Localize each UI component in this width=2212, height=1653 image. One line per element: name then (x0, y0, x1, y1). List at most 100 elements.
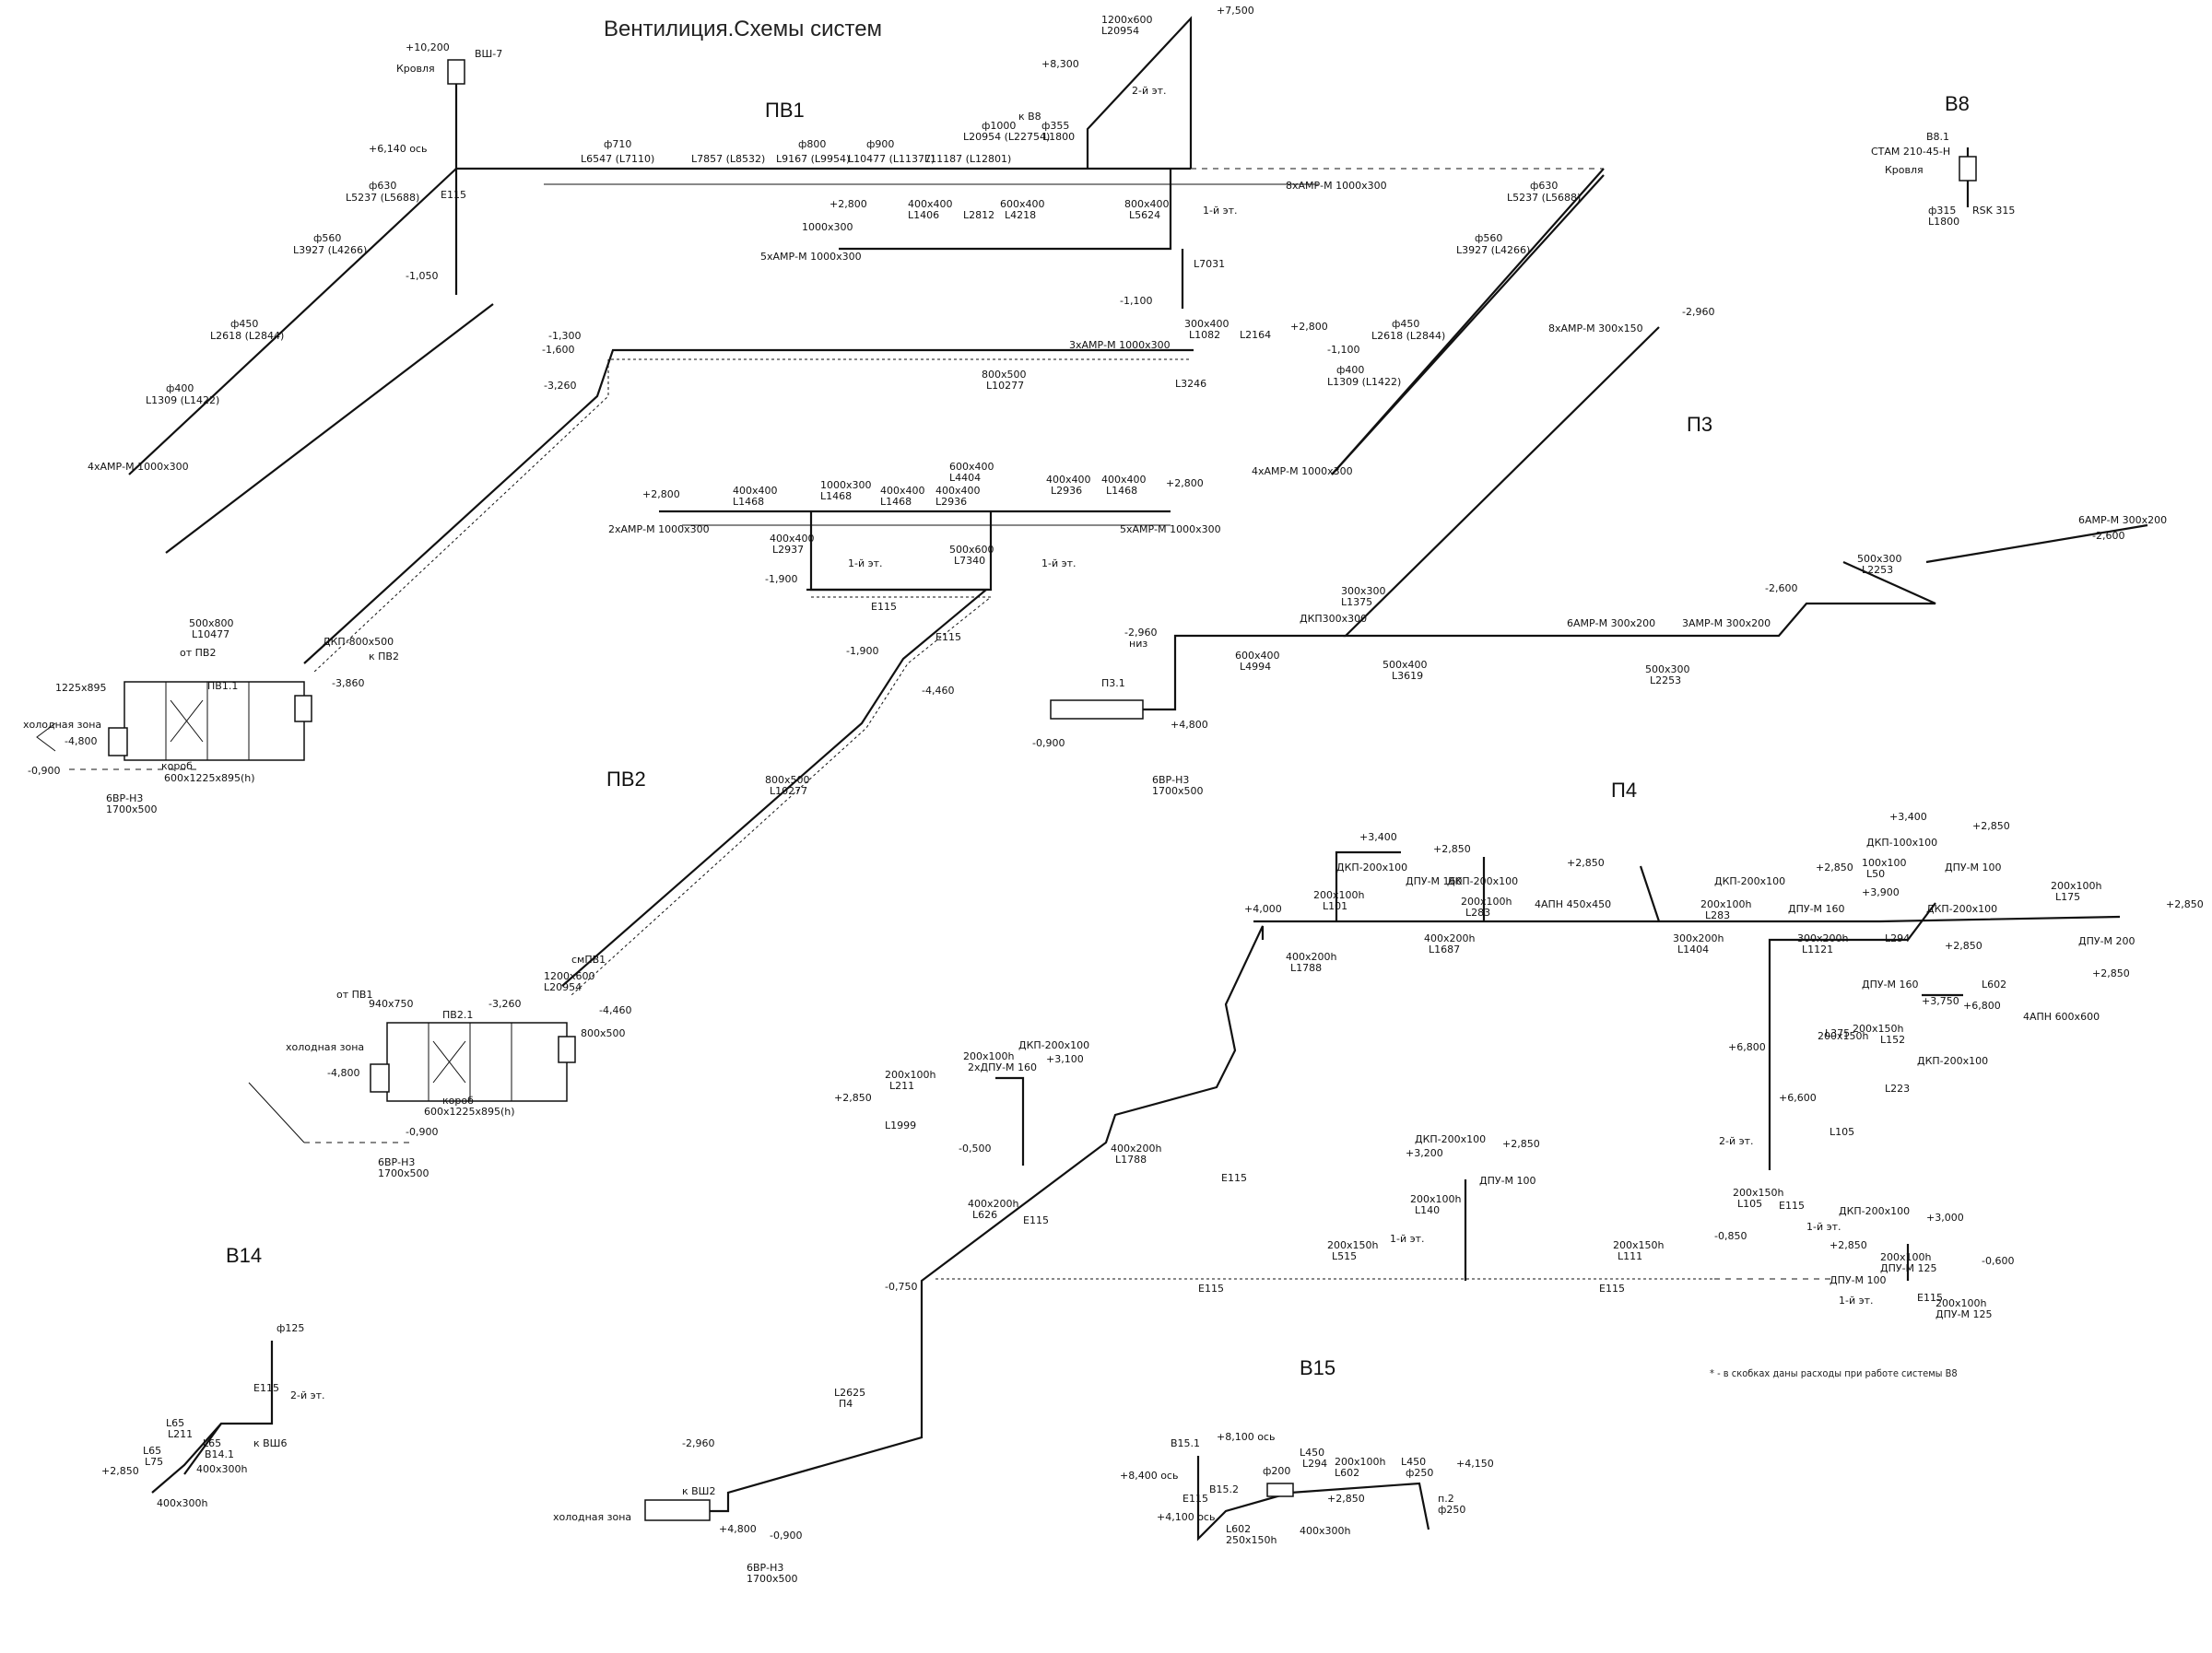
svg-text:ПВ2.1: ПВ2.1 (442, 1009, 473, 1021)
footnote: * - в скобках даны расходы при работе си… (1710, 1367, 1958, 1379)
svg-text:-0,900: -0,900 (406, 1126, 438, 1138)
svg-text:4xАМР-М 1000x300: 4xАМР-М 1000x300 (1252, 465, 1353, 477)
svg-text:L140: L140 (1415, 1204, 1440, 1216)
svg-text:ф1000: ф1000 (982, 120, 1016, 132)
svg-text:П3.1: П3.1 (1101, 677, 1125, 689)
svg-text:+4,100 ось: +4,100 ось (1157, 1511, 1215, 1523)
svg-text:L2936: L2936 (1051, 485, 1082, 497)
svg-text:L1800: L1800 (1043, 131, 1075, 143)
svg-text:+6,140 ось: +6,140 ось (369, 143, 427, 155)
svg-text:L20954: L20954 (1101, 25, 1139, 37)
svg-text:5xАМР-М 1000x300: 5xАМР-М 1000x300 (760, 251, 862, 263)
svg-text:400x400: 400x400 (770, 533, 815, 545)
svg-text:L2253: L2253 (1650, 674, 1681, 686)
svg-text:L223: L223 (1885, 1083, 1910, 1095)
svg-text:ф630: ф630 (369, 180, 396, 192)
svg-text:400x400: 400x400 (1046, 474, 1091, 486)
svg-text:+2,850: +2,850 (1327, 1493, 1365, 1505)
svg-text:ДПУ-М 125: ДПУ-М 125 (1880, 1262, 1937, 1274)
svg-text:200x100h: 200x100h (885, 1069, 936, 1081)
svg-text:Е115: Е115 (253, 1382, 279, 1394)
svg-text:-3,860: -3,860 (332, 677, 364, 689)
svg-text:L10277: L10277 (986, 380, 1024, 392)
svg-text:200x100h: 200x100h (1461, 896, 1512, 908)
svg-text:1000x300: 1000x300 (802, 221, 853, 233)
svg-text:L2618 (L2844): L2618 (L2844) (210, 330, 284, 342)
svg-text:L4218: L4218 (1005, 209, 1036, 221)
svg-text:ДКП-200x100: ДКП-200x100 (1714, 875, 1785, 887)
svg-text:4АПН 600x600: 4АПН 600x600 (2023, 1011, 2100, 1023)
svg-text:+3,100: +3,100 (1046, 1053, 1084, 1065)
svg-text:1700x500: 1700x500 (378, 1167, 429, 1179)
svg-text:В14.1: В14.1 (205, 1448, 234, 1460)
svg-text:1200x600: 1200x600 (544, 970, 595, 982)
svg-text:L4404: L4404 (949, 472, 981, 484)
svg-text:ф400: ф400 (166, 382, 194, 394)
system-v15: В15.1 В15.2 ф200 Е115 L602 250x150h L450… (1120, 1431, 1494, 1546)
svg-text:600x1225x895(h): 600x1225x895(h) (164, 772, 255, 784)
svg-text:-4,800: -4,800 (65, 735, 97, 747)
svg-text:L1468: L1468 (820, 490, 852, 502)
svg-text:L1309 (L1422): L1309 (L1422) (1327, 376, 1401, 388)
system-pv1-labels: ф710 L6547 (L7110) L7857 (L8532) ф800 L9… (23, 14, 1387, 815)
svg-text:+2,850: +2,850 (2166, 898, 2204, 910)
svg-text:L1687: L1687 (1429, 944, 1460, 955)
svg-text:В15.2: В15.2 (1209, 1483, 1239, 1495)
svg-text:+3,750: +3,750 (1922, 995, 1959, 1007)
svg-text:400x400: 400x400 (1101, 474, 1147, 486)
svg-text:200x100h: 200x100h (1936, 1297, 1987, 1309)
svg-text:-0,900: -0,900 (28, 765, 60, 777)
svg-text:к ВШ2: к ВШ2 (682, 1485, 715, 1497)
system-label-pv1: ПВ1 (765, 99, 805, 122)
system-pv2-upper-labels: 400x400 L1468 1000x300 L1468 400x400 L14… (608, 461, 1221, 797)
svg-text:ДКП-200x100: ДКП-200x100 (1018, 1039, 1089, 1051)
svg-text:L7857 (L8532): L7857 (L8532) (691, 153, 765, 165)
svg-text:+2,850: +2,850 (834, 1092, 872, 1104)
svg-text:L2253: L2253 (1862, 564, 1893, 576)
svg-text:+2,850: +2,850 (2092, 967, 2130, 979)
system-label-v8: В8 (1945, 92, 1970, 115)
svg-text:ПВ1.1: ПВ1.1 (207, 680, 238, 692)
svg-text:200x150h: 200x150h (1733, 1187, 1784, 1199)
svg-text:200x150h: 200x150h (1818, 1030, 1869, 1042)
svg-text:L65: L65 (203, 1437, 221, 1449)
svg-text:-2,960: -2,960 (682, 1437, 714, 1449)
svg-text:L9167 (L9954): L9167 (L9954) (776, 153, 850, 165)
svg-text:L1468: L1468 (733, 496, 764, 508)
svg-text:+2,850: +2,850 (101, 1465, 139, 1477)
svg-text:+2,800: +2,800 (642, 488, 680, 500)
svg-text:600x400: 600x400 (949, 461, 994, 473)
svg-text:-4,800: -4,800 (327, 1067, 359, 1079)
svg-text:L1468: L1468 (880, 496, 912, 508)
svg-text:Е115: Е115 (1779, 1200, 1805, 1212)
system-pv2-upper-ducts (561, 510, 1171, 996)
svg-text:+2,850: +2,850 (1945, 940, 1983, 952)
svg-text:+4,800: +4,800 (719, 1523, 757, 1535)
svg-text:-1,900: -1,900 (846, 645, 878, 657)
svg-text:6ВР-Н3: 6ВР-Н3 (1152, 774, 1189, 786)
svg-text:600x400: 600x400 (1235, 650, 1280, 662)
svg-text:L211: L211 (168, 1428, 193, 1440)
svg-text:L2164: L2164 (1240, 329, 1271, 341)
svg-text:Е115: Е115 (441, 189, 466, 201)
svg-text:ф710: ф710 (604, 138, 631, 150)
svg-text:ф560: ф560 (313, 232, 341, 244)
svg-text:L20954 (L22754): L20954 (L22754) (963, 131, 1050, 143)
svg-text:от ПВ2: от ПВ2 (180, 647, 216, 659)
svg-text:Е115: Е115 (871, 601, 897, 613)
svg-text:L1406: L1406 (908, 209, 939, 221)
svg-text:100x100: 100x100 (1862, 857, 1907, 869)
svg-text:ф450: ф450 (230, 318, 258, 330)
svg-text:L1800: L1800 (1928, 216, 1959, 228)
svg-text:ф250: ф250 (1406, 1467, 1433, 1479)
svg-text:L4994: L4994 (1240, 661, 1271, 673)
svg-text:+3,900: +3,900 (1862, 886, 1900, 898)
svg-text:L1121: L1121 (1802, 944, 1833, 955)
svg-text:L152: L152 (1880, 1034, 1905, 1046)
svg-text:L11187 (L12801): L11187 (L12801) (924, 153, 1011, 165)
svg-text:-4,460: -4,460 (922, 685, 954, 697)
svg-text:L1999: L1999 (885, 1120, 916, 1131)
svg-text:1700x500: 1700x500 (1152, 785, 1204, 797)
svg-text:+6,600: +6,600 (1779, 1092, 1817, 1104)
